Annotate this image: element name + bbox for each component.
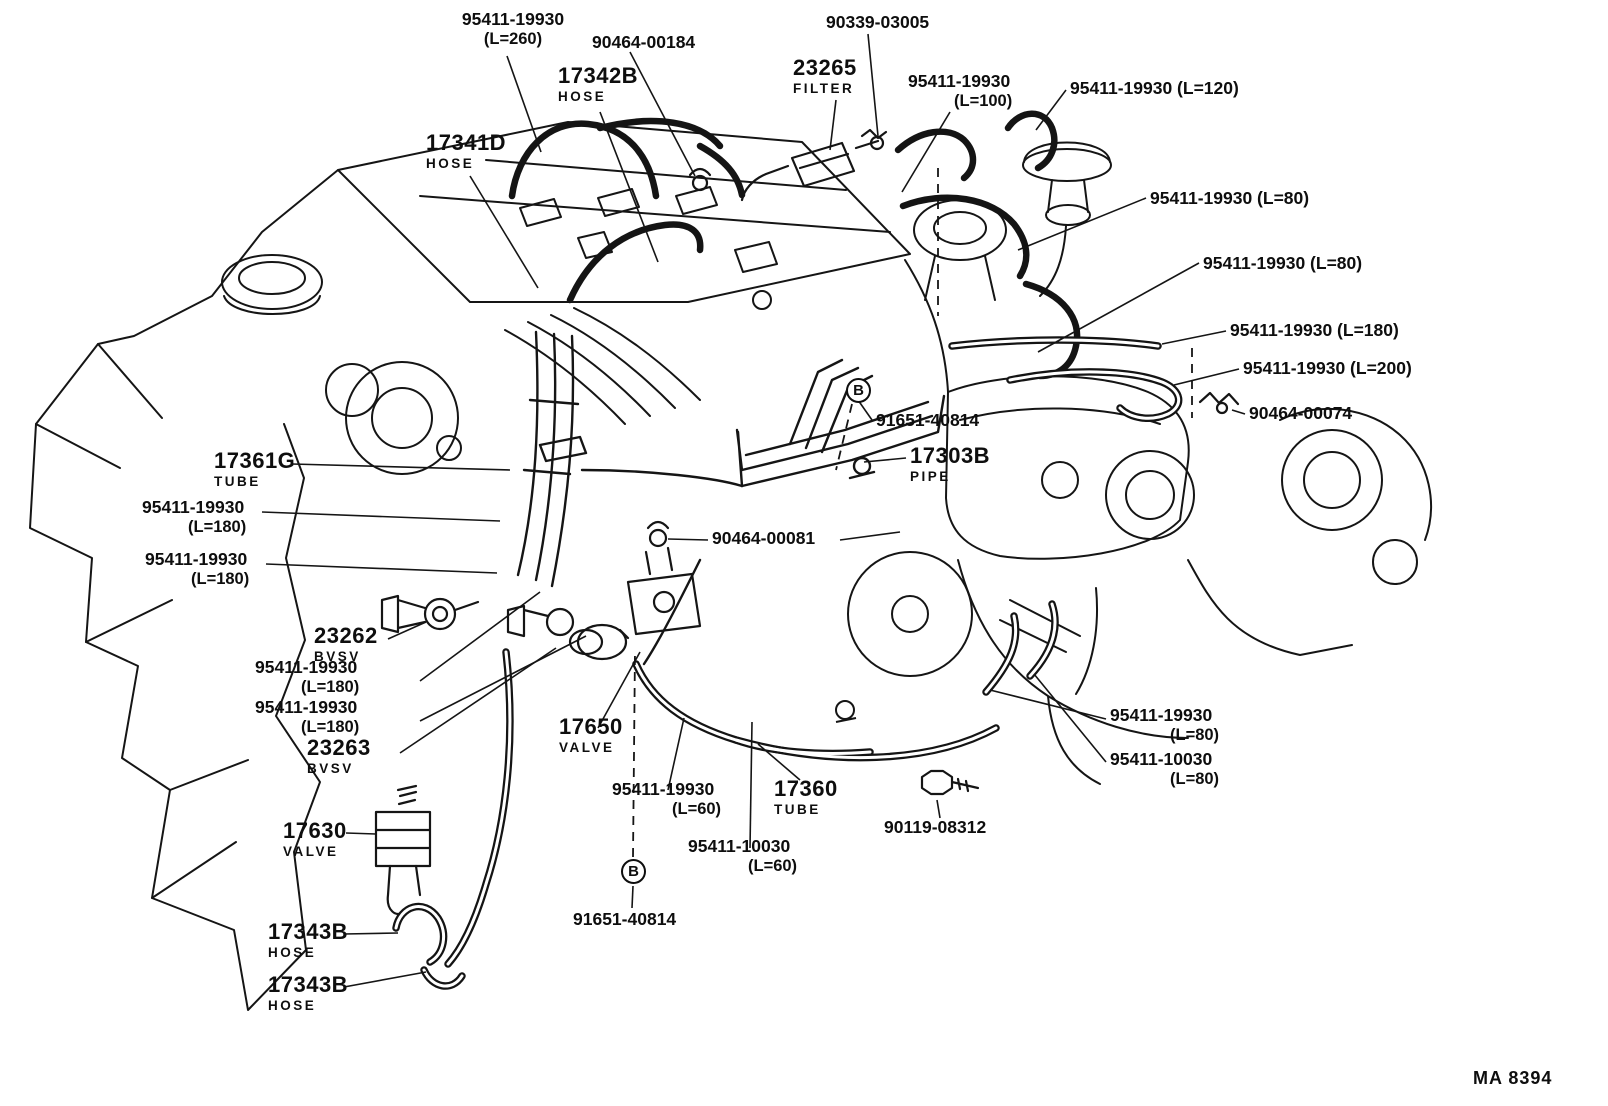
valves-and-fittings [374, 128, 1240, 916]
drawing-code: MA 8394 [1473, 1068, 1553, 1088]
bolt-90119-08312-shape [920, 769, 980, 796]
part-label-17303B: 17303B PIPE [910, 443, 991, 484]
part-label-17341D: 17341D HOSE [426, 130, 507, 171]
tube-clip [835, 700, 857, 723]
callout-B-lower: B [621, 859, 646, 884]
part-label-17343B-a: 17343B HOSE [268, 919, 349, 960]
part-label-95411-19930-L120: 95411-19930 (L=120) [1070, 78, 1239, 98]
tubes-inner [394, 338, 1180, 988]
part-label-95411-19930-L260: 95411-19930 (L=260) [461, 9, 565, 48]
pipe-assembly-17303B [516, 330, 946, 666]
callout-B-upper: B [846, 378, 871, 403]
part-label-95411-19930-L180-a: 95411-19930 (L=180) [1230, 320, 1399, 340]
part-label-23263: 23263 BVSV [307, 735, 371, 776]
part-label-95411-19930-L60: 95411-19930 (L=60) [612, 779, 722, 818]
part-label-95411-19930-L180-e: 95411-19930 (L=180) [255, 697, 360, 736]
valve-17650-shape [576, 546, 702, 661]
vacuum-hoses [508, 110, 1081, 380]
part-label-95411-19930-L80-c: 95411-19930 (L=80) [1110, 705, 1220, 744]
part-label-90464-00081: 90464-00081 [712, 528, 816, 548]
part-label-95411-19930-L180-b: 95411-19930 (L=180) [142, 497, 247, 536]
part-label-17630: 17630 VALVE [283, 818, 347, 859]
part-label-17343B-b: 17343B HOSE [268, 972, 349, 1013]
valve-17630-shape [374, 784, 432, 916]
part-label-95411-19930-L80-b: 95411-19930 (L=80) [1203, 253, 1363, 273]
tubes-outer [392, 336, 1183, 990]
part-label-17360: 17360 TUBE [774, 776, 838, 817]
part-label-91651-40814-lower: 91651-40814 [573, 909, 677, 929]
part-label-90464-00184: 90464-00184 [592, 32, 696, 52]
leader-lines [261, 33, 1246, 988]
clamp-90464-00184-shape [688, 167, 712, 192]
part-label-95411-19930-L200: 95411-19930 (L=200) [1243, 358, 1412, 378]
part-label-95411-19930-L100: 95411-19930 (L=100) [908, 71, 1013, 110]
clamp-90464-00081-shape [646, 520, 670, 548]
part-label-17342B: 17342B HOSE [558, 63, 639, 104]
bvsv-23262-shape [380, 594, 480, 634]
clamp-90339-03005-shape [860, 128, 888, 151]
part-label-95411-10030-L80: 95411-10030 (L=80) [1110, 749, 1220, 788]
bvsv-23263-shape [506, 604, 604, 656]
part-label-90339-03005: 90339-03005 [826, 12, 930, 32]
engine-block-outline [29, 121, 1432, 1011]
part-label-91651-40814-upper: 91651-40814 [876, 410, 980, 430]
part-label-23265: 23265 FILTER [793, 55, 857, 96]
part-label-17650: 17650 VALVE [559, 714, 623, 755]
part-label-95411-19930-L180-c: 95411-19930 (L=180) [145, 549, 250, 588]
part-label-95411-10030-L60: 95411-10030 (L=60) [688, 836, 798, 875]
part-label-23262: 23262 BVSV [314, 623, 378, 664]
part-label-95411-19930-L180-d: 95411-19930 (L=180) [255, 657, 360, 696]
part-label-95411-19930-L80-a: 95411-19930 (L=80) [1150, 188, 1310, 208]
part-label-90464-00074: 90464-00074 [1249, 403, 1353, 423]
filter-23265-shape [740, 139, 880, 202]
part-label-17361G: 17361G TUBE [214, 448, 296, 489]
clamp-90464-00074-shape [1198, 391, 1240, 415]
part-label-90119-08312: 90119-08312 [884, 817, 987, 837]
dashed-reference-lines [632, 168, 1193, 858]
